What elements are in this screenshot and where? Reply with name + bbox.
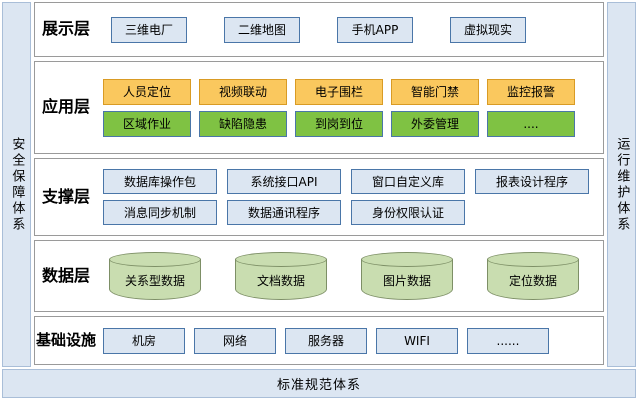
node-personnel-positioning[interactable]: 人员定位	[103, 78, 191, 105]
node-defect-hazard[interactable]: 缺陷隐患	[199, 110, 287, 137]
node-monitoring-alarm[interactable]: 监控报警	[487, 78, 575, 105]
node-identity-authorization[interactable]: 身份权限认证	[351, 200, 465, 225]
node-network[interactable]: 网络	[194, 327, 276, 354]
layer-support-body: 数据库操作包 系统接口API 窗口自定义库 报表设计程序 消息同步机制 数据通讯…	[97, 159, 603, 235]
standards-system-bar: 标准规范体系	[2, 369, 636, 398]
layer-infrastructure-body: 机房 网络 服务器 WIFI ......	[97, 317, 603, 364]
layer-support-title: 支撑层	[35, 159, 97, 235]
node-application-more[interactable]: ....	[487, 110, 575, 137]
layer-support: 支撑层 数据库操作包 系统接口API 窗口自定义库 报表设计程序 消息同步机制 …	[34, 158, 604, 236]
layer-display-body: 三维电厂 二维地图 手机APP 虚拟现实	[97, 3, 603, 56]
cylinder-label-positioning: 定位数据	[508, 274, 557, 288]
cylinder-top-icon	[361, 252, 453, 267]
cylinder-label-image: 图片数据	[382, 274, 431, 288]
node-video-linkage[interactable]: 视频联动	[199, 78, 287, 105]
node-electronic-fence[interactable]: 电子围栏	[295, 78, 383, 105]
layer-application: 应用层 人员定位 视频联动 电子围栏 智能门禁 监控报警 区域作业 缺陷隐患 到…	[34, 61, 604, 154]
layer-support-title-text: 支撑层	[41, 186, 90, 206]
layer-data-title-text: 数据层	[41, 265, 90, 285]
cylinder-top-icon	[109, 252, 201, 267]
node-3d-power-plant[interactable]: 三维电厂	[111, 16, 187, 43]
layer-support-row-1: 数据库操作包 系统接口API 窗口自定义库 报表设计程序	[97, 169, 597, 194]
node-system-interface-api[interactable]: 系统接口API	[227, 169, 341, 194]
layer-support-row-2: 消息同步机制 数据通讯程序 身份权限认证	[97, 200, 597, 225]
layer-application-body: 人员定位 视频联动 电子围栏 智能门禁 监控报警 区域作业 缺陷隐患 到岗到位 …	[97, 62, 603, 153]
node-area-operation[interactable]: 区域作业	[103, 110, 191, 137]
pillar-right-label: 运行维护体系	[614, 136, 630, 233]
layer-data: 数据层 关系型数据 文档数据 图片数据	[34, 240, 604, 312]
node-message-sync-mechanism[interactable]: 消息同步机制	[103, 200, 217, 225]
cylinder-label-document: 文档数据	[256, 274, 305, 288]
standards-system-label: 标准规范体系	[276, 378, 361, 393]
layer-application-title: 应用层	[35, 62, 97, 153]
node-machine-room[interactable]: 机房	[103, 327, 185, 354]
node-window-custom-library[interactable]: 窗口自定义库	[351, 169, 465, 194]
node-report-design-program[interactable]: 报表设计程序	[475, 169, 589, 194]
cylinder-top-icon	[487, 252, 579, 267]
layer-application-row-2: 区域作业 缺陷隐患 到岗到位 外委管理 ....	[97, 110, 597, 137]
layer-data-body: 关系型数据 文档数据 图片数据 定位数据	[97, 241, 603, 311]
node-virtual-reality[interactable]: 虚拟现实	[450, 16, 526, 43]
layer-infrastructure-title-text: 基础设施	[35, 330, 96, 349]
database-cylinder-document[interactable]: 文档数据	[235, 252, 327, 300]
node-server[interactable]: 服务器	[285, 327, 367, 354]
layer-display-title: 展示层	[35, 3, 97, 56]
layer-infrastructure-row-1: 机房 网络 服务器 WIFI ......	[97, 327, 597, 354]
cylinder-top-icon	[235, 252, 327, 267]
database-cylinder-positioning[interactable]: 定位数据	[487, 252, 579, 300]
layer-infrastructure-title: 基础设施	[35, 317, 97, 364]
node-smart-access-control[interactable]: 智能门禁	[391, 78, 479, 105]
layer-infrastructure: 基础设施 机房 网络 服务器 WIFI ......	[34, 316, 604, 365]
layer-display-title-text: 展示层	[41, 19, 90, 39]
node-infrastructure-more[interactable]: ......	[467, 327, 549, 354]
layer-application-row-1: 人员定位 视频联动 电子围栏 智能门禁 监控报警	[97, 78, 597, 105]
node-post-attendance[interactable]: 到岗到位	[295, 110, 383, 137]
node-data-communication-program[interactable]: 数据通讯程序	[227, 200, 341, 225]
layer-display-row-1: 三维电厂 二维地图 手机APP 虚拟现实	[97, 16, 597, 43]
pillar-operation-maintenance: 运行维护体系	[607, 2, 636, 367]
layer-data-title: 数据层	[35, 241, 97, 311]
cylinder-label-relational: 关系型数据	[124, 274, 185, 288]
layer-application-title-text: 应用层	[41, 97, 90, 117]
node-wifi[interactable]: WIFI	[376, 327, 458, 354]
layer-display: 展示层 三维电厂 二维地图 手机APP 虚拟现实	[34, 2, 604, 57]
node-2d-map[interactable]: 二维地图	[224, 16, 300, 43]
node-database-operation-package[interactable]: 数据库操作包	[103, 169, 217, 194]
node-outsourcing-management[interactable]: 外委管理	[391, 110, 479, 137]
layer-data-row-1: 关系型数据 文档数据 图片数据 定位数据	[97, 252, 597, 300]
node-mobile-app[interactable]: 手机APP	[337, 16, 413, 43]
pillar-left-label: 安全保障体系	[9, 136, 25, 233]
pillar-security-assurance: 安全保障体系	[2, 2, 31, 367]
database-cylinder-image[interactable]: 图片数据	[361, 252, 453, 300]
database-cylinder-relational[interactable]: 关系型数据	[109, 252, 201, 300]
